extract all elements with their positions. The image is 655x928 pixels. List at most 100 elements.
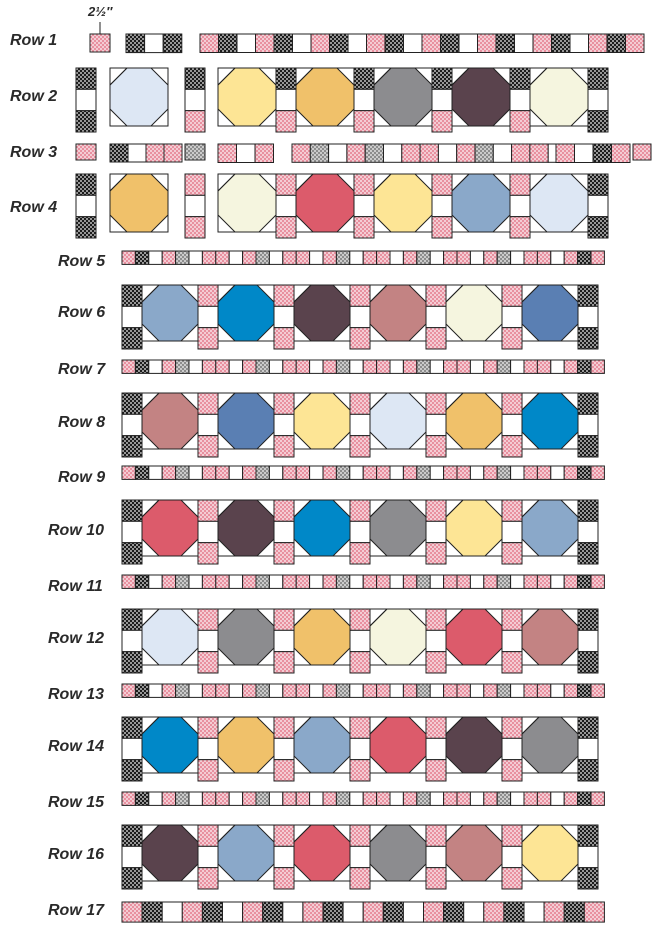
fabric-square <box>176 360 189 373</box>
fabric-square <box>229 575 242 588</box>
fabric-square <box>350 328 370 349</box>
fabric-square <box>551 575 564 588</box>
fabric-square <box>417 575 430 588</box>
fabric-square <box>377 792 390 805</box>
fabric-square <box>350 436 370 457</box>
fabric-square <box>323 792 336 805</box>
fabric-square <box>383 902 403 922</box>
fabric-square <box>198 868 218 889</box>
fabric-square <box>336 792 349 805</box>
fabric-square <box>354 111 374 132</box>
fabric-square <box>350 868 370 889</box>
fabric-square <box>296 360 309 373</box>
fabric-square <box>198 393 218 414</box>
fabric-square <box>269 792 282 805</box>
fabric-square <box>274 543 294 564</box>
fabric-square <box>229 466 242 479</box>
fabric-square <box>426 543 446 564</box>
fabric-square <box>243 360 256 373</box>
fabric-square <box>162 684 175 697</box>
fabric-square <box>426 436 446 457</box>
fabric-square <box>502 846 522 867</box>
fabric-square <box>350 738 370 759</box>
fabric-square <box>330 34 349 53</box>
fabric-square <box>524 466 537 479</box>
fabric-square <box>457 360 470 373</box>
fabric-square <box>578 868 598 889</box>
fabric-square <box>363 466 376 479</box>
fabric-square <box>269 684 282 697</box>
fabric-square <box>76 174 96 195</box>
fabric-square <box>296 792 309 805</box>
fabric-square <box>432 68 452 89</box>
fabric-square <box>122 393 142 414</box>
fabric-square <box>497 792 510 805</box>
fabric-square <box>510 111 530 132</box>
fabric-square <box>537 360 550 373</box>
fabric-square <box>283 360 296 373</box>
fabric-square <box>198 543 218 564</box>
fabric-square <box>444 902 464 922</box>
fabric-square <box>269 575 282 588</box>
fabric-square <box>457 684 470 697</box>
fabric-square <box>256 360 269 373</box>
fabric-square <box>354 195 374 216</box>
fabric-square <box>497 360 510 373</box>
fabric-square <box>274 393 294 414</box>
fabric-square <box>122 436 142 457</box>
fabric-square <box>417 360 430 373</box>
fabric-square <box>612 144 631 163</box>
fabric-square <box>578 285 598 306</box>
fabric-square <box>470 251 483 264</box>
row-label-3: Row 3 <box>10 144 57 162</box>
fabric-square <box>276 174 296 195</box>
fabric-square <box>274 500 294 521</box>
fabric-square <box>497 684 510 697</box>
fabric-square <box>122 466 135 479</box>
fabric-square <box>198 436 218 457</box>
fabric-square <box>363 251 376 264</box>
fabric-square <box>484 251 497 264</box>
fabric-square <box>122 306 142 327</box>
fabric-square <box>176 575 189 588</box>
fabric-square <box>202 251 215 264</box>
fabric-square <box>444 792 457 805</box>
fabric-square <box>578 738 598 759</box>
fabric-square <box>403 360 416 373</box>
fabric-square <box>162 251 175 264</box>
fabric-square <box>283 466 296 479</box>
fabric-square <box>243 792 256 805</box>
fabric-square <box>578 328 598 349</box>
fabric-square <box>229 792 242 805</box>
fabric-square <box>200 34 219 53</box>
fabric-square <box>276 68 296 89</box>
fabric-square <box>189 684 202 697</box>
fabric-square <box>626 34 645 53</box>
fabric-square <box>524 251 537 264</box>
fabric-square <box>432 217 452 238</box>
fabric-square <box>323 684 336 697</box>
fabric-square <box>149 792 162 805</box>
measurement-label: 2½″ <box>88 4 112 19</box>
fabric-square <box>256 684 269 697</box>
fabric-square <box>310 792 323 805</box>
fabric-square <box>274 868 294 889</box>
fabric-square <box>426 630 446 651</box>
fabric-square <box>633 144 651 160</box>
fabric-square <box>484 360 497 373</box>
fabric-square <box>354 89 374 110</box>
fabric-square <box>430 251 443 264</box>
fabric-square <box>510 89 530 110</box>
fabric-square <box>329 144 347 162</box>
fabric-square <box>403 902 423 922</box>
fabric-square <box>432 174 452 195</box>
fabric-square <box>510 174 530 195</box>
fabric-square <box>390 251 403 264</box>
fabric-square <box>350 575 363 588</box>
fabric-square <box>496 34 515 53</box>
fabric-square <box>511 251 524 264</box>
fabric-square <box>430 360 443 373</box>
fabric-square <box>216 251 229 264</box>
fabric-square <box>551 792 564 805</box>
fabric-square <box>578 306 598 327</box>
